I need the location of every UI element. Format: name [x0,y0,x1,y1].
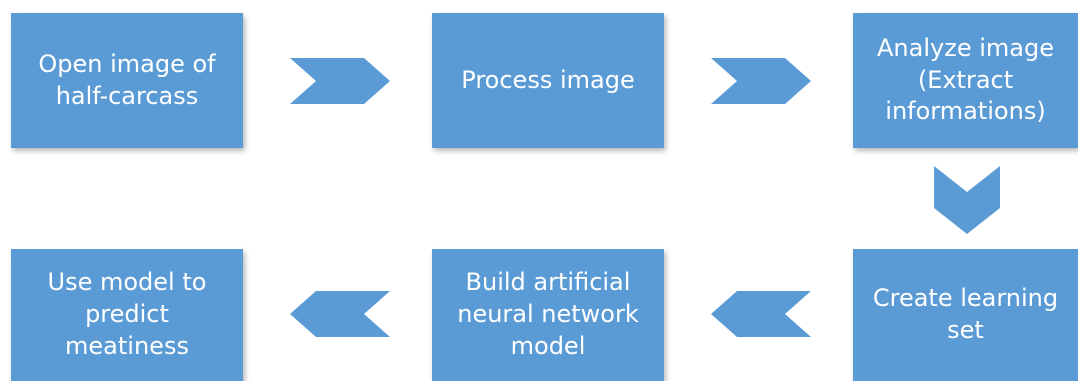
step-open-image-box: Open image of half-carcass [11,13,243,148]
step-use-model-box: Use model to predict meatiness [11,249,243,381]
step-create-learning-set-label: Create learning set [872,284,1059,344]
step-create-learning-set-box: Create learning set [853,249,1078,381]
arrow-right-icon [711,58,811,104]
step-use-model-label: Use model to predict meatiness [47,268,207,360]
step-open-image-label: Open image of half-carcass [38,49,216,110]
arrow-left-icon [290,291,390,337]
arrow-left-icon [711,291,811,337]
arrow-down-icon [934,166,1000,234]
step-process-image-label: Process image [461,65,635,94]
step-analyze-image-box: Analyze image (Extract informations) [853,13,1078,148]
arrow-right-icon [290,58,390,104]
step-build-model-label: Build artificial neural network model [457,268,639,360]
step-build-model-box: Build artificial neural network model [432,249,664,381]
step-process-image-box: Process image [432,13,664,148]
step-analyze-image-label: Analyze image (Extract informations) [877,33,1054,126]
